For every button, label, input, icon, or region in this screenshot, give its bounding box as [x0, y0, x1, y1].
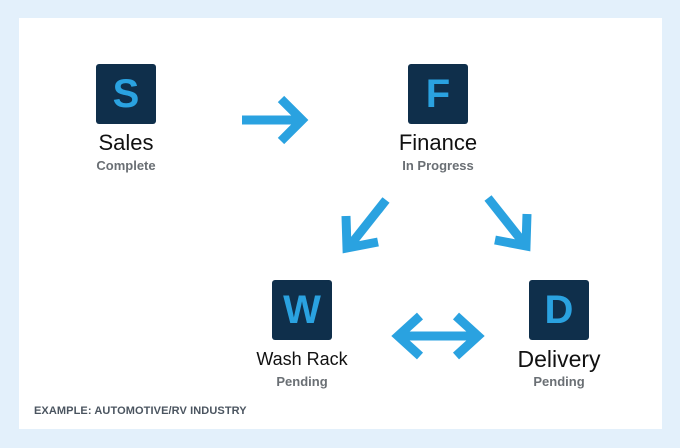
sales-tile: S [96, 64, 156, 124]
node-finance: F Finance In Progress [348, 64, 528, 174]
node-sales: S Sales Complete [36, 64, 216, 174]
arrow-finance-to-delivery [484, 195, 532, 252]
sales-name: Sales [98, 130, 154, 155]
wash-rack-tile: W [272, 280, 332, 340]
delivery-status: Pending [533, 374, 585, 389]
finance-tile: F [408, 64, 468, 124]
arrow-finance-to-wash-rack [341, 197, 390, 254]
footer-caption: EXAMPLE: AUTOMOTIVE/RV INDUSTRY [34, 405, 247, 417]
arrow-wash-rack-delivery-bidirectional [391, 312, 485, 360]
arrow-sales-to-finance [242, 95, 309, 145]
sales-status: Complete [96, 158, 156, 173]
delivery-tile: D [529, 280, 589, 340]
sales-letter: S [112, 72, 140, 116]
finance-letter: F [425, 72, 451, 116]
wash-rack-status: Pending [276, 374, 328, 389]
wash-rack-name: Wash Rack [256, 349, 348, 369]
finance-status: In Progress [402, 158, 474, 173]
delivery-name: Delivery [517, 346, 601, 372]
finance-name: Finance [398, 130, 478, 155]
wash-rack-letter: W [283, 288, 321, 332]
node-wash-rack: W Wash Rack Pending [212, 280, 392, 390]
node-delivery: D Delivery Pending [469, 280, 649, 390]
delivery-letter: D [544, 288, 574, 332]
